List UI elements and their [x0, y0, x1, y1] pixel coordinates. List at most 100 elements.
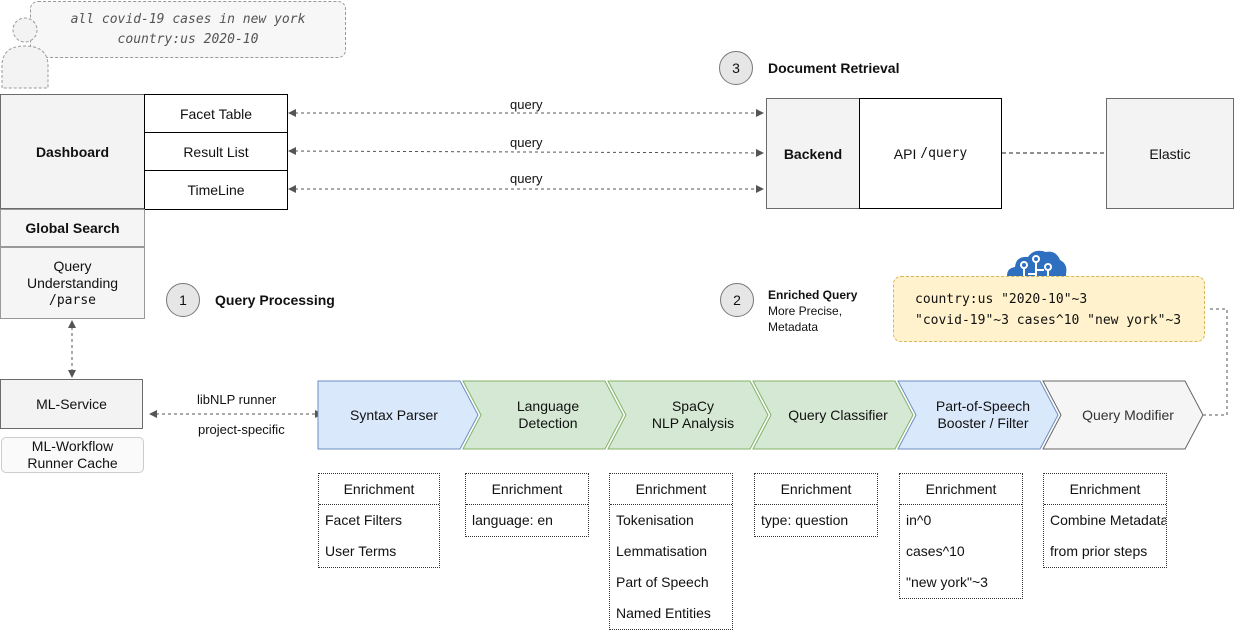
- syntax-parser-line1: Syntax Parser: [350, 406, 438, 423]
- spacy-nlp-analysis-line2: NLP Analysis: [651, 415, 735, 431]
- pos-booster-filter-enrichment-card: Enrichment in^0 cases^10 "new york"~3: [899, 473, 1023, 599]
- pos-booster-filter-line2: Booster / Filter: [937, 415, 1029, 431]
- spacy-nlp-analysis-line1: SpaCy: [671, 398, 714, 414]
- step-2-text: Enriched Query More Precise, Metadata: [768, 287, 857, 335]
- step-1-label: Query Processing: [215, 292, 335, 308]
- step-2-sub1: More Precise,: [768, 304, 843, 318]
- ml-service-box: ML-Service: [0, 379, 143, 429]
- enrichment-header: Enrichment: [319, 474, 439, 505]
- query-label-2: query: [510, 135, 543, 150]
- step-3-marker: 3: [719, 51, 753, 85]
- query-modifier-label: Query Modifier: [1061, 381, 1195, 449]
- enrichment-item: Combine Metadata: [1050, 512, 1167, 528]
- language-detection-line1: Language: [516, 398, 580, 414]
- user-icon: [1, 17, 49, 89]
- backend-box: Backend: [766, 98, 860, 209]
- enrichment-item: Lemmatisation: [616, 543, 708, 559]
- enriched-query-line2: "covid-19"~3 cases^10 "new york"~3: [915, 313, 1182, 328]
- modifier-enriched-connector: [1203, 308, 1228, 416]
- query-label-1: query: [510, 97, 543, 112]
- query-understanding-line1: Query: [53, 257, 92, 274]
- api-path: /query: [920, 146, 968, 161]
- language-detection-enrichment-card: Enrichment language: en: [465, 473, 589, 537]
- pos-booster-filter-line1: Part-of-Speech: [935, 398, 1031, 414]
- enrichment-header: Enrichment: [1044, 474, 1166, 505]
- enrichment-item: language: en: [472, 512, 553, 528]
- syntax-parser-chevron[interactable]: [317, 380, 479, 450]
- backend-title: Backend: [783, 145, 843, 162]
- dashboard-box: Dashboard: [0, 94, 145, 209]
- query-label-3: query: [510, 171, 543, 186]
- spacy-nlp-analysis-chevron[interactable]: [607, 380, 769, 450]
- step-3-number: 3: [732, 60, 740, 76]
- language-detection-line2: Detection: [518, 415, 578, 431]
- api-label: API: [893, 145, 917, 162]
- runner-cache-box: ML-Workflow Runner Cache: [1, 437, 144, 473]
- enriched-query-line1: country:us "2020-10"~3: [915, 292, 1088, 307]
- enrichment-item: Facet Filters: [325, 512, 403, 528]
- language-detection-chevron[interactable]: [462, 380, 624, 450]
- ml-service-title: ML-Service: [36, 396, 107, 412]
- enrichment-item: from prior steps: [1050, 543, 1148, 559]
- enrichment-header: Enrichment: [900, 474, 1022, 505]
- step-2-number: 2: [733, 292, 741, 308]
- runner-cache-line1: ML-Workflow: [31, 438, 114, 454]
- timeline-label: TimeLine: [187, 182, 245, 198]
- project-specific-label: project-specific: [198, 422, 285, 437]
- query-understanding-line2: Understanding: [26, 274, 119, 291]
- enrichment-item: User Terms: [325, 543, 397, 559]
- query-classifier-line1: Query Classifier: [788, 406, 888, 423]
- query-classifier-enrichment-card: Enrichment type: question: [754, 473, 878, 537]
- facet-table-label: Facet Table: [179, 105, 253, 122]
- api-query-box[interactable]: API /query: [859, 98, 1002, 209]
- elastic-label: Elastic: [1149, 145, 1191, 162]
- runner-cache-line2: Runner Cache: [27, 455, 118, 471]
- result-list-widget[interactable]: Result List: [144, 132, 288, 171]
- enrichment-item: Named Entities: [616, 605, 711, 621]
- timeline-widget[interactable]: TimeLine: [144, 170, 288, 210]
- enrichment-item: Part of Speech: [616, 574, 709, 590]
- elastic-box: Elastic: [1106, 98, 1234, 209]
- global-search-label: Global Search: [25, 220, 120, 236]
- enrichment-item: type: question: [761, 512, 849, 528]
- step-2-sub2: Metadata: [768, 320, 819, 334]
- enrichment-item: Tokenisation: [616, 512, 694, 528]
- dashboard-title: Dashboard: [35, 143, 110, 160]
- parse-endpoint: /parse: [49, 292, 96, 308]
- enriched-query-box: country:us "2020-10"~3 "covid-19"~3 case…: [893, 276, 1205, 342]
- step-3-label: Document Retrieval: [768, 60, 900, 76]
- facet-table-widget[interactable]: Facet Table: [144, 94, 288, 133]
- enrichment-item: cases^10: [906, 543, 965, 559]
- enrichment-header: Enrichment: [466, 474, 588, 505]
- syntax-parser-label: Syntax Parser: [318, 381, 470, 449]
- step-1-number: 1: [179, 292, 187, 308]
- query-classifier-chevron[interactable]: [752, 380, 914, 450]
- step-1-marker: 1: [166, 283, 200, 317]
- user-query-bubble: all covid-19 cases in new york country:u…: [30, 1, 346, 58]
- enrichment-header: Enrichment: [755, 474, 877, 505]
- user-query-line2: country:us 2020-10: [117, 32, 259, 47]
- enrichment-header: Enrichment: [610, 474, 732, 505]
- result-list-query-connector: [288, 147, 764, 157]
- query-classifier-label: Query Classifier: [771, 381, 905, 449]
- result-list-label: Result List: [183, 143, 249, 160]
- pos-booster-filter-chevron[interactable]: [897, 380, 1059, 450]
- user-query-line1: all covid-19 cases in new york: [70, 12, 306, 27]
- step-2-marker: 2: [720, 283, 754, 317]
- enrichment-item: in^0: [906, 512, 932, 528]
- libnlp-runner-label: libNLP runner: [197, 392, 277, 407]
- enrichment-item: "new york"~3: [906, 574, 988, 590]
- query-modifier-line1: Query Modifier: [1082, 406, 1174, 423]
- global-search-box[interactable]: Global Search: [0, 209, 145, 247]
- step-2-label: Enriched Query: [768, 288, 858, 302]
- query-modifier-chevron[interactable]: [1042, 380, 1204, 450]
